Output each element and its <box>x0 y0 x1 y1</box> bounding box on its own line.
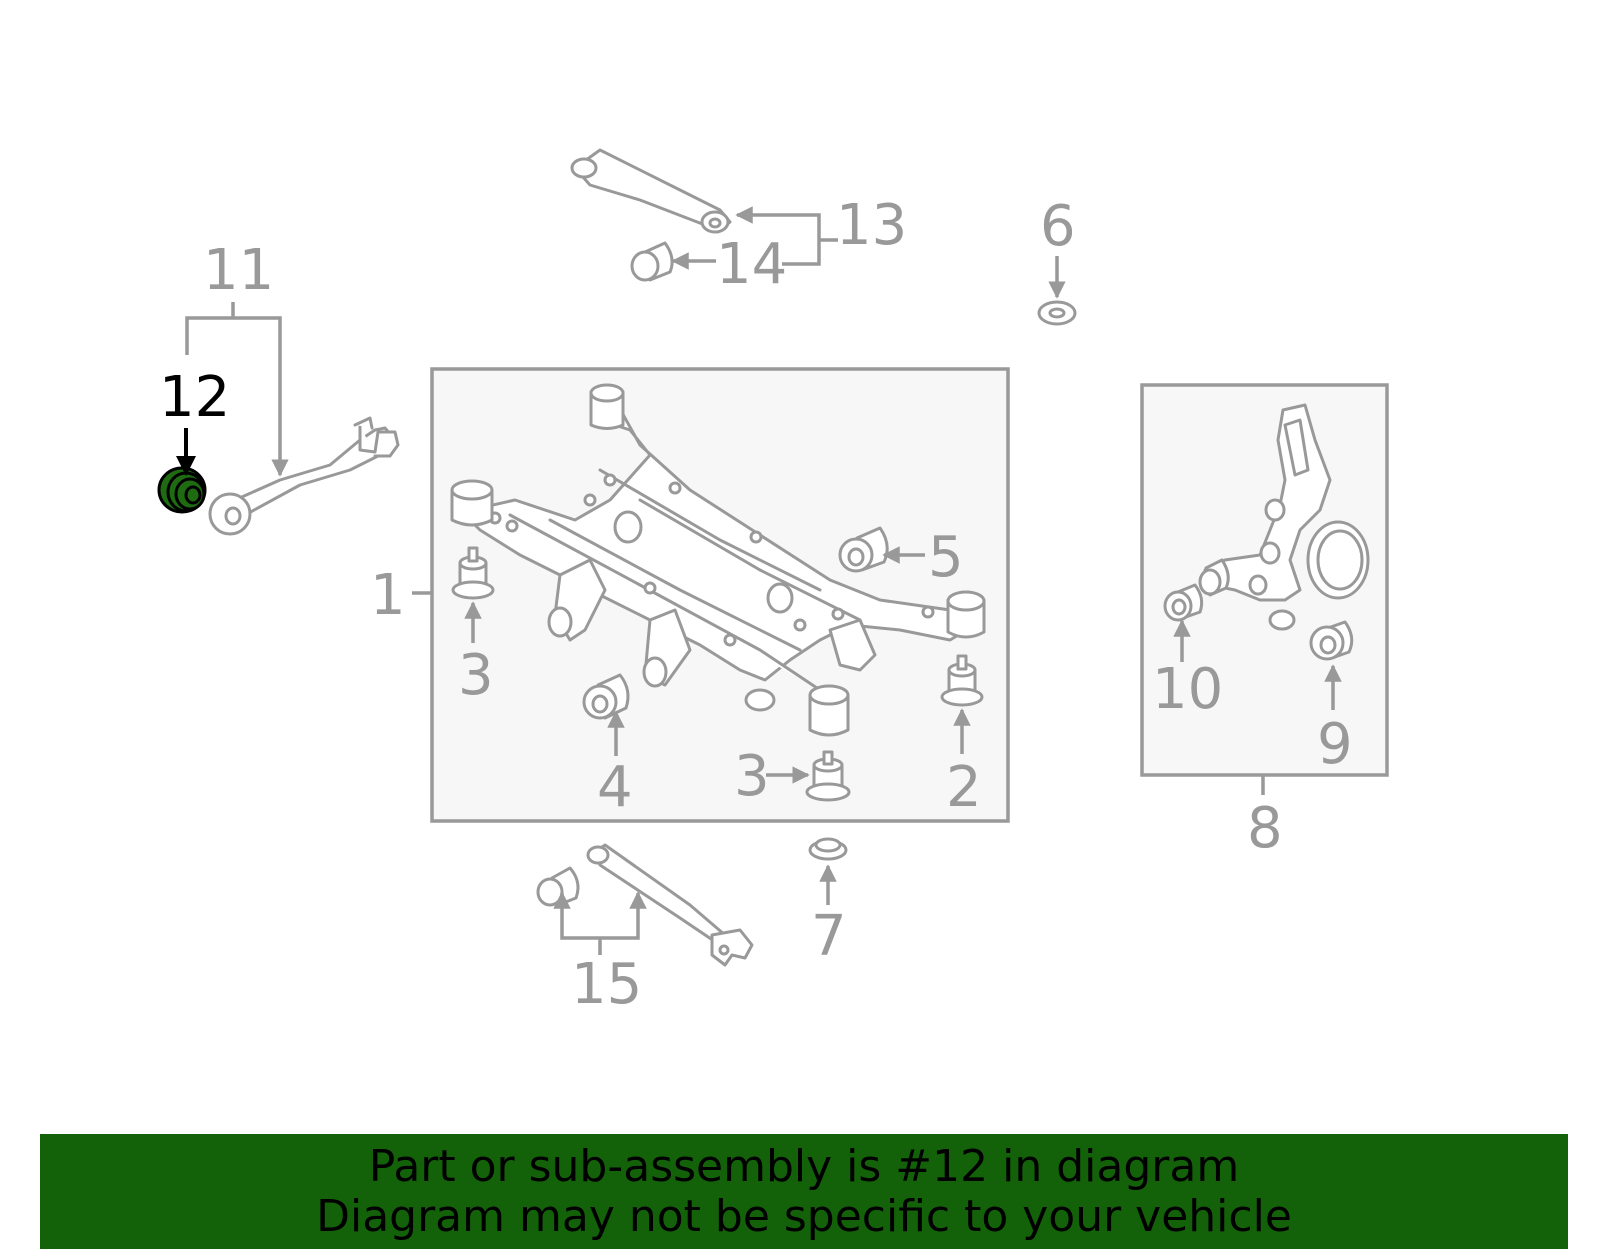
callout-14[interactable]: 14 <box>716 232 787 297</box>
callout-11[interactable]: 11 <box>203 238 274 303</box>
washer-6[interactable] <box>1037 300 1077 326</box>
lower-arm-15[interactable] <box>586 843 754 967</box>
bushing-4[interactable] <box>582 673 630 720</box>
upper-arm-13[interactable] <box>570 148 732 234</box>
info-banner: Part or sub-assembly is #12 in diagram D… <box>40 1134 1568 1249</box>
rear-knuckle[interactable] <box>1198 403 1370 631</box>
callout-3-bottom[interactable]: 3 <box>734 744 770 809</box>
bushing-5[interactable] <box>838 526 889 573</box>
bushing-14[interactable] <box>630 241 674 282</box>
callout-6[interactable]: 6 <box>1040 194 1076 259</box>
callout-7[interactable]: 7 <box>811 904 847 969</box>
stopper-7[interactable] <box>808 837 848 861</box>
callout-10[interactable]: 10 <box>1152 657 1223 722</box>
bushing-15[interactable] <box>536 866 580 907</box>
callout-13[interactable]: 13 <box>836 193 907 258</box>
callout-1[interactable]: 1 <box>370 563 406 628</box>
callout-2[interactable]: 2 <box>946 755 982 820</box>
mount-insulator-3-left[interactable] <box>451 546 495 600</box>
bushing-12-highlighted[interactable] <box>157 466 207 514</box>
callout-8[interactable]: 8 <box>1247 796 1283 861</box>
callout-12-highlighted[interactable]: 12 <box>159 365 230 430</box>
callout-5[interactable]: 5 <box>928 525 964 590</box>
banner-line-disclaimer: Diagram may not be specific to your vehi… <box>316 1190 1292 1242</box>
callout-9[interactable]: 9 <box>1317 712 1353 777</box>
callout-3-left[interactable]: 3 <box>458 643 494 708</box>
mount-insulator-2[interactable] <box>940 654 984 707</box>
callout-15[interactable]: 15 <box>571 952 642 1017</box>
rear-crossmember[interactable] <box>450 383 986 737</box>
banner-line-part: Part or sub-assembly is #12 in diagram <box>368 1140 1240 1192</box>
callout-4[interactable]: 4 <box>597 755 633 820</box>
bushing-9[interactable] <box>1309 620 1354 661</box>
mount-insulator-3-bottom[interactable] <box>805 750 851 802</box>
trailing-arm-11[interactable] <box>208 416 400 536</box>
